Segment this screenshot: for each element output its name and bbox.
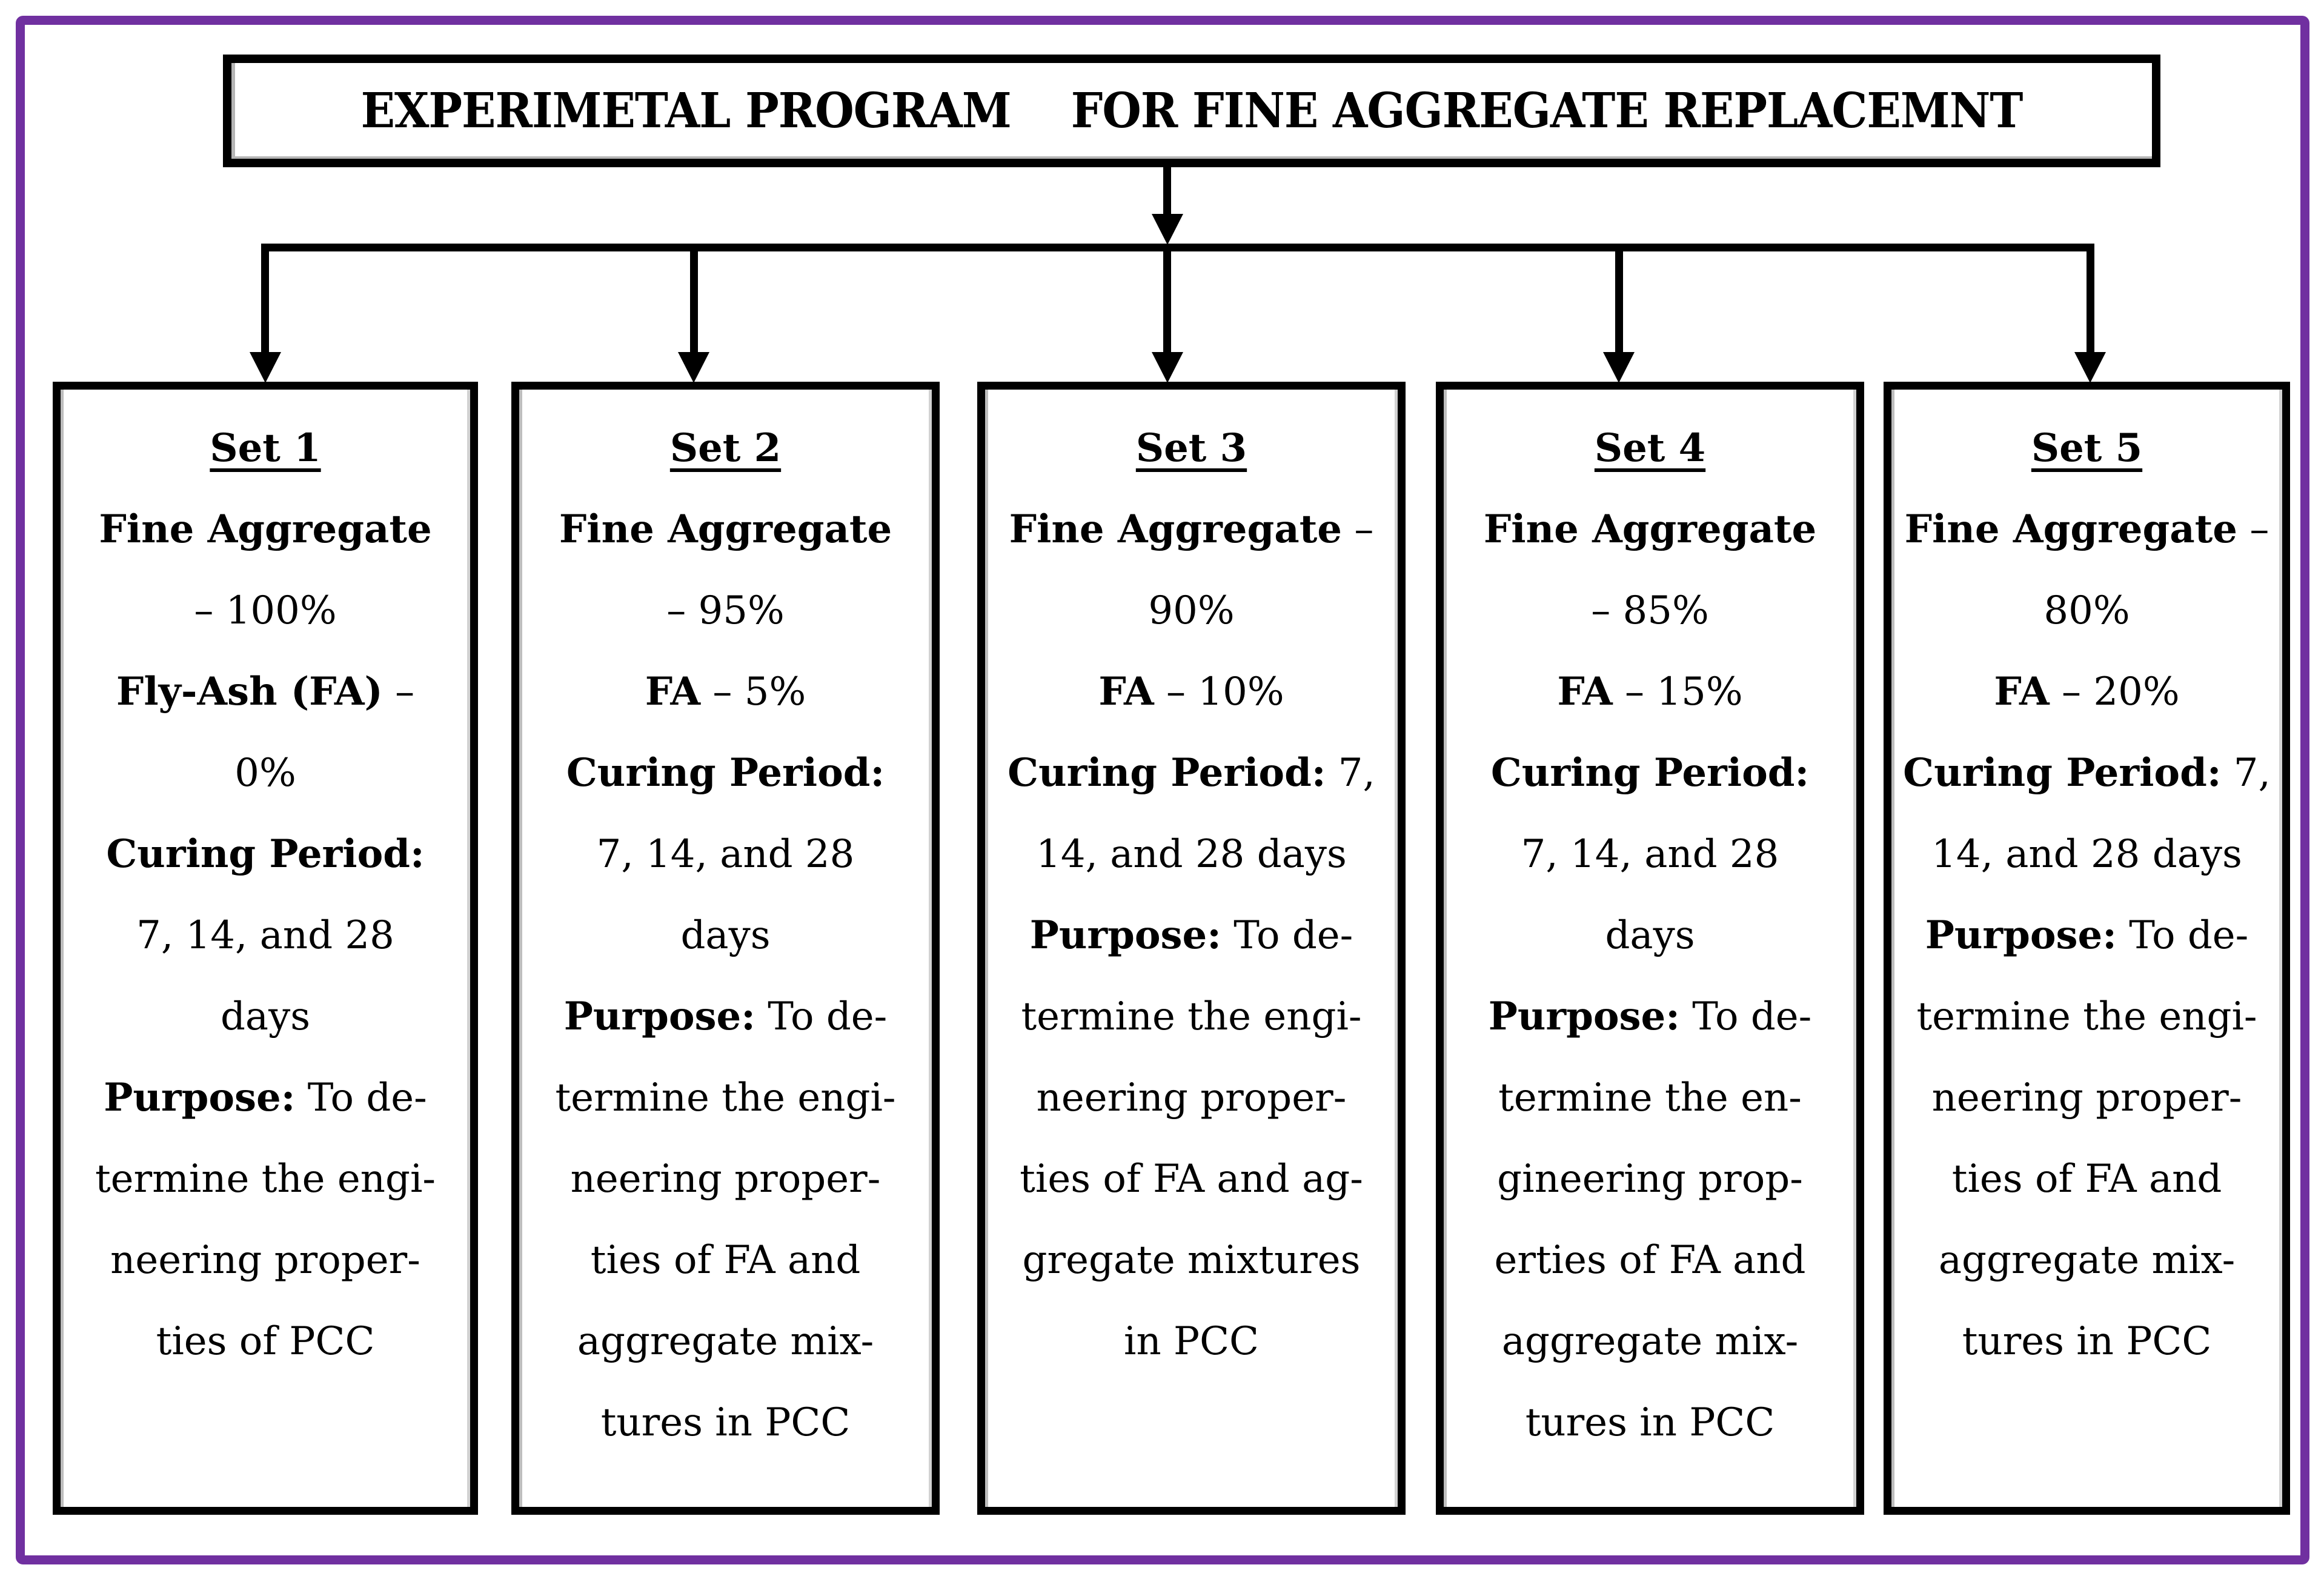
box-text-line: termine the engi- — [1916, 994, 2257, 1039]
box-text-line: ties of FA and ag- — [1020, 1157, 1363, 1202]
box-text-line: Fine Aggregate — [559, 507, 892, 552]
box-text-line: tures in PCC — [600, 1400, 851, 1445]
box-text-line: Purpose: To de- — [104, 1075, 427, 1120]
box-text-line: Purpose: To de- — [1488, 994, 1812, 1039]
box-text-line: 7, 14, and 28 — [136, 913, 394, 958]
box-text-line: Curing Period: 7, — [1008, 750, 1375, 796]
box-text-line: 90% — [1148, 588, 1235, 633]
box-text-line: days — [680, 913, 771, 958]
box-text-line: 14, and 28 days — [1931, 832, 2242, 877]
box-text-line: Fine Aggregate – — [1904, 507, 2269, 552]
box-text-line: termine the engi- — [1021, 994, 1362, 1039]
page-title: EXPERIMETAL PROGRAM FOR FINE AGGREGATE R… — [360, 82, 2024, 139]
set-1-content: Fine Aggregate – 100% Fly-Ash (FA) – 0% Curi… — [61, 489, 470, 1382]
box-text-line: 0% — [234, 751, 296, 796]
outer-purple-frame — [16, 16, 2309, 1564]
set-5-title: Set 5 — [2031, 425, 2143, 471]
box-text-line: FA – 10% — [1098, 669, 1284, 714]
set-1-box: Set 1 Fine Aggregate – 100% Fly-Ash (FA) –… — [53, 382, 478, 1515]
box-text-line: Curing Period: — [1490, 750, 1810, 796]
box-text-line: ties of FA and — [590, 1238, 861, 1283]
box-text-line: termine the en- — [1498, 1075, 1802, 1120]
box-text-line: Fly-Ash (FA) – — [116, 669, 415, 714]
box-text-line: days — [1605, 913, 1695, 958]
box-text-line: Purpose: To de- — [1925, 912, 2249, 958]
set-3-content: Fine Aggregate – 90% FA – 10% Curing Period… — [985, 489, 1398, 1382]
box-text-line: neering proper- — [570, 1157, 881, 1202]
set-5-box: Set 5 Fine Aggregate – 80% FA – 20% Curing … — [1884, 382, 2290, 1515]
set-2-title: Set 2 — [669, 425, 782, 471]
set-5-content: Fine Aggregate – 80% FA – 20% Curing Period… — [1891, 489, 2282, 1382]
box-text-line: tures in PCC — [1525, 1400, 1775, 1445]
set-3-box: Set 3 Fine Aggregate – 90% FA – 10% Curing … — [977, 382, 1406, 1515]
box-text-line: neering proper- — [1036, 1075, 1347, 1120]
title-box: EXPERIMETAL PROGRAM FOR FINE AGGREGATE R… — [223, 55, 2160, 167]
box-text-line: in PCC — [1123, 1319, 1260, 1364]
set-1-title: Set 1 — [210, 425, 321, 471]
set-4-content: Fine Aggregate – 85% FA – 15% Curing Period… — [1444, 489, 1856, 1463]
box-text-line: termine the engi- — [95, 1157, 436, 1202]
box-text-line: termine the engi- — [555, 1075, 896, 1120]
box-text-line: Curing Period: — [106, 831, 425, 877]
box-text-line: 7, 14, and 28 — [1521, 832, 1779, 877]
box-text-line: Purpose: To de- — [1029, 912, 1353, 958]
box-text-line: Purpose: To de- — [563, 994, 888, 1039]
box-text-line: – 95% — [666, 588, 785, 633]
box-text-line: neering proper- — [110, 1238, 420, 1283]
box-text-line: Fine Aggregate — [99, 507, 432, 552]
box-text-line: aggregate mix- — [577, 1319, 874, 1364]
box-text-line: ties of PCC — [156, 1319, 375, 1364]
box-text-line: 14, and 28 days — [1036, 832, 1347, 877]
box-text-line: aggregate mix- — [1501, 1319, 1799, 1364]
box-text-line: tures in PCC — [1962, 1319, 2212, 1364]
box-text-line: erties of FA and — [1494, 1238, 1806, 1283]
box-text-line: – 100% — [194, 588, 337, 633]
set-4-title: Set 4 — [1594, 425, 1706, 471]
set-2-content: Fine Aggregate – 95% FA – 5% Curing Period:… — [519, 489, 932, 1463]
box-text-line: gregate mixtures — [1022, 1238, 1361, 1283]
box-text-line: Fine Aggregate — [1483, 507, 1817, 552]
box-text-line: – 85% — [1591, 588, 1709, 633]
box-text-line: FA – 15% — [1557, 669, 1743, 714]
box-text-line: gineering prop- — [1497, 1157, 1803, 1202]
set-2-box: Set 2 Fine Aggregate – 95% FA – 5% Curing P… — [511, 382, 940, 1515]
box-text-line: days — [220, 994, 311, 1039]
box-text-line: Curing Period: 7, — [1903, 750, 2271, 796]
box-text-line: FA – 20% — [1994, 669, 2180, 714]
box-text-line: neering proper- — [1931, 1075, 2242, 1120]
box-text-line: ties of FA and — [1951, 1157, 2222, 1202]
box-text-line: aggregate mix- — [1938, 1238, 2236, 1283]
box-text-line: FA – 5% — [645, 669, 806, 714]
box-text-line: Fine Aggregate – — [1009, 507, 1374, 552]
box-text-line: 7, 14, and 28 — [596, 832, 855, 877]
set-3-title: Set 3 — [1135, 425, 1247, 471]
box-text-line: Curing Period: — [566, 750, 885, 796]
box-text-line: 80% — [2043, 588, 2130, 633]
set-4-box: Set 4 Fine Aggregate – 85% FA – 15% Curing … — [1436, 382, 1864, 1515]
